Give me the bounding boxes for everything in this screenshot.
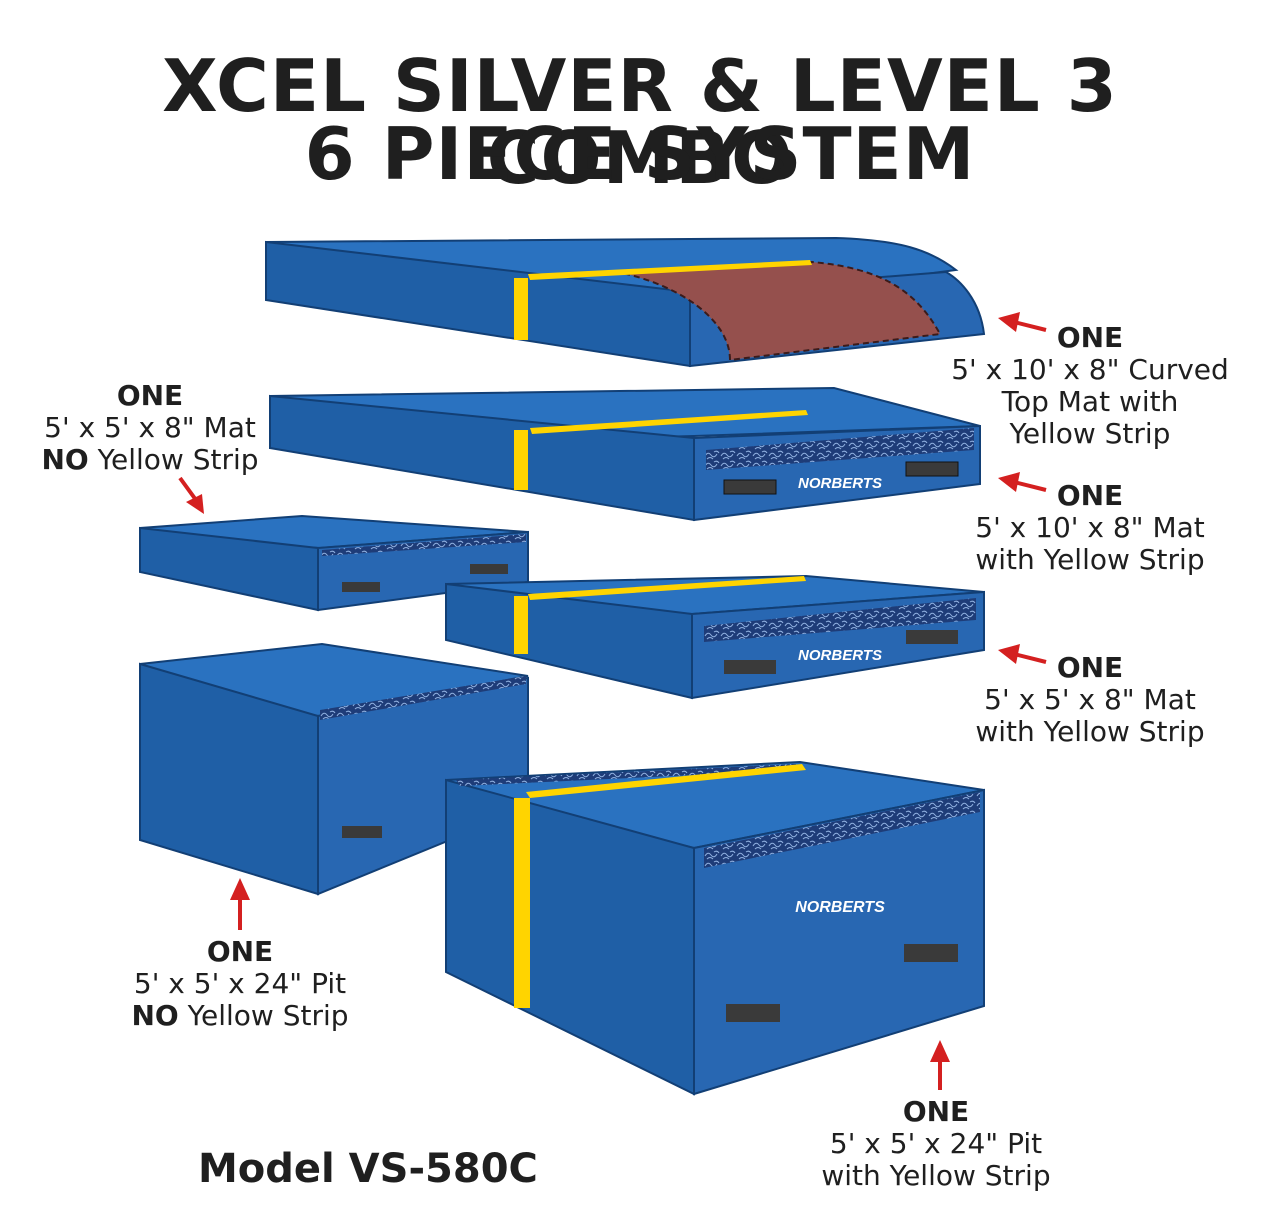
title-line-1: XCEL SILVER & LEVEL 3 COMBO: [162, 44, 1118, 200]
pityes-handle-1: [726, 1004, 780, 1022]
label-mat5no-line2: Yellow Strip: [88, 443, 259, 476]
mat10-mesh: [706, 428, 974, 470]
curved-top-mat: [265, 236, 986, 368]
mat5no-handle-2: [470, 564, 508, 574]
label-pit-no-strip: ONE 5' x 5' x 24" Pit NO Yellow Strip: [110, 936, 370, 1032]
curved-yellow-strip-side: [514, 278, 528, 340]
label-pitno-head: ONE: [206, 935, 274, 968]
label-mat5no-no: NO: [41, 443, 89, 476]
mat10-yellow-strip-top: [530, 410, 808, 434]
mat5no-handle-1: [342, 582, 380, 592]
label-mat5no-head: ONE: [116, 379, 184, 412]
label-pitno-line2: Yellow Strip: [178, 999, 349, 1032]
curved-panel: [617, 260, 942, 362]
mat5yes-handle-1: [724, 660, 776, 674]
pit-no-strip: [139, 642, 529, 896]
mat5yes-yellow-strip-top: [528, 576, 806, 600]
label-mat5yes-line2: with Yellow Strip: [975, 715, 1205, 748]
mat-5ft-no-strip: [139, 514, 529, 612]
arrow-mat5-yes: [998, 644, 1047, 664]
pitno-mesh: [320, 676, 526, 720]
mat5yes-handle-2: [906, 630, 958, 644]
mat-10ft: NORBERTS: [269, 386, 981, 522]
mat10-yellow-strip-side: [514, 430, 528, 490]
pitno-handle: [342, 826, 382, 838]
mat10-handle-2: [905, 461, 959, 477]
arrow-curved: [998, 312, 1047, 332]
mat5yes-mesh: [704, 598, 976, 642]
label-curved-line2: Top Mat with: [1001, 385, 1179, 418]
pityes-handle-2: [904, 944, 958, 962]
pityes-yellow-strip-side: [514, 798, 530, 1008]
label-pityes-line1: 5' x 5' x 24" Pit: [829, 1127, 1043, 1160]
label-mat-10ft: ONE 5' x 10' x 8" Mat with Yellow Strip: [960, 480, 1220, 576]
arrow-pit-yes: [930, 1040, 950, 1090]
label-curved-line1: 5' x 10' x 8" Curved: [951, 353, 1229, 386]
label-pit-with-strip: ONE 5' x 5' x 24" Pit with Yellow Strip: [800, 1096, 1072, 1192]
pityes-mesh-top: [456, 764, 800, 786]
mat10-brand-logo: NORBERTS: [798, 475, 882, 492]
label-mat10-line2: with Yellow Strip: [975, 543, 1205, 576]
curved-yellow-strip-top: [528, 260, 812, 280]
model-number: Model VS-580C: [198, 1146, 538, 1192]
arrow-pit-no: [230, 878, 250, 930]
label-mat5yes-line1: 5' x 5' x 8" Mat: [984, 683, 1196, 716]
arrows: [178, 312, 1047, 1090]
label-curved-head: ONE: [1056, 321, 1124, 354]
title-line-2: 6 PIECE SYSTEM: [304, 112, 976, 196]
label-mat-5ft-with-strip: ONE 5' x 5' x 8" Mat with Yellow Strip: [960, 652, 1220, 748]
label-mat5no-line1: 5' x 5' x 8" Mat: [44, 411, 256, 444]
pityes-yellow-strip-top: [526, 764, 806, 798]
pityes-mesh: [704, 792, 980, 868]
label-mat10-head: ONE: [1056, 479, 1124, 512]
mat5no-mesh: [322, 534, 526, 556]
label-curved-top-mat: ONE 5' x 10' x 8" Curved Top Mat with Ye…: [940, 322, 1240, 450]
label-mat5yes-head: ONE: [1056, 651, 1124, 684]
label-pitno-no: NO: [131, 999, 179, 1032]
pit-with-strip: NORBERTS: [445, 760, 985, 1096]
label-pityes-line2: with Yellow Strip: [821, 1159, 1051, 1192]
label-mat-5ft-no-strip: ONE 5' x 5' x 8" Mat NO Yellow Strip: [20, 380, 280, 476]
pityes-brand-logo: NORBERTS: [795, 899, 885, 916]
label-pitno-line1: 5' x 5' x 24" Pit: [133, 967, 347, 1000]
mat-5ft-with-strip: NORBERTS: [445, 574, 985, 700]
label-pityes-head: ONE: [902, 1095, 970, 1128]
label-curved-line3: Yellow Strip: [1009, 417, 1171, 450]
arrow-mat10: [998, 472, 1047, 492]
mat10-handle-1: [723, 479, 777, 495]
mat5yes-yellow-strip-side: [514, 596, 528, 654]
label-mat10-line1: 5' x 10' x 8" Mat: [975, 511, 1205, 544]
mat5yes-brand-logo: NORBERTS: [798, 647, 882, 664]
arrow-mat5-no: [178, 476, 204, 514]
